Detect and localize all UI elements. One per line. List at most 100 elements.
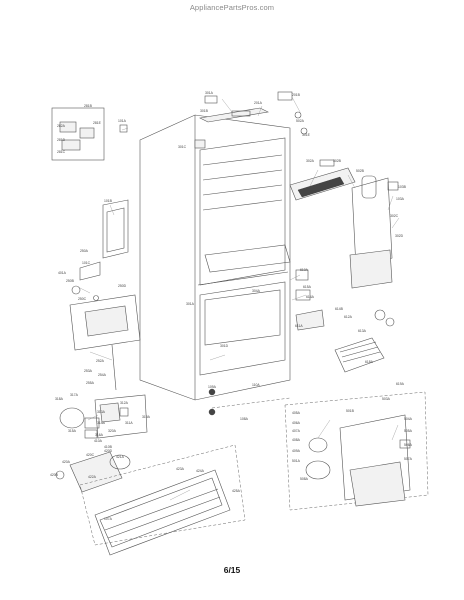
part-label: 319A [142, 415, 151, 419]
refrigerator-cabinet [139, 107, 291, 401]
middle-right-parts [295, 269, 325, 331]
part-label: 501B [346, 409, 355, 413]
part-label: 425A [232, 489, 241, 493]
part-label: 301D [220, 344, 229, 348]
part-label: 254A [98, 373, 107, 377]
part-label: 502B [356, 169, 365, 173]
part-label: 614B [335, 307, 344, 311]
part-label: 302D [395, 234, 404, 238]
part-label: 302A [306, 159, 315, 163]
freezer-duct [289, 159, 356, 201]
part-label: 250D [118, 284, 127, 288]
part-label: 301C [178, 145, 187, 149]
part-label: 312A [120, 401, 129, 405]
part-label: 501A [292, 459, 301, 463]
part-label: 107A [104, 517, 113, 521]
part-label: 302B [333, 159, 342, 163]
drain-pan-group [55, 451, 131, 493]
part-label: 508A [300, 477, 309, 481]
part-label: 301A [186, 302, 195, 306]
part-label: 110A [252, 383, 260, 387]
part-label: 304A [252, 289, 261, 293]
part-label: 250B [66, 279, 75, 283]
part-label: 101A [118, 119, 127, 123]
part-label: 420B [50, 473, 59, 477]
part-label: 252A [96, 359, 105, 363]
part-label: 281C [57, 150, 66, 154]
part-label: 311A [125, 421, 133, 425]
part-label: 615A [303, 285, 312, 289]
part-label: 612A [344, 315, 353, 319]
page-number: 6/15 [223, 565, 241, 575]
part-label: 420C [86, 453, 95, 457]
part-label: 422A [88, 475, 97, 479]
part-label: 423A [176, 467, 185, 471]
part-label: 201B [292, 93, 301, 97]
part-label: 103A [396, 197, 405, 201]
part-label: 424A [196, 469, 205, 473]
part-label: 421A [116, 455, 125, 459]
part-label: 108A [240, 417, 249, 421]
part-label: 282A [57, 124, 66, 128]
part-label: 611A [295, 324, 303, 328]
part-label: 610A [300, 268, 309, 272]
part-label: 301E [302, 133, 311, 137]
part-label: 101B [104, 199, 113, 203]
part-label: 405A [292, 411, 301, 415]
part-label: 506A [404, 443, 413, 447]
part-label: 301A [205, 91, 214, 95]
part-label: 281D [57, 138, 66, 142]
part-label: 201A [254, 101, 263, 105]
part-label: 613A [358, 329, 367, 333]
condenser-assembly [334, 309, 395, 373]
leader-lines [77, 96, 400, 501]
part-label: 103B [398, 185, 407, 189]
part-label: 503A [382, 397, 391, 401]
hinge-assembly-group [51, 107, 128, 161]
bottom-rail [208, 388, 291, 416]
part-label: 255A [86, 381, 95, 385]
part-label: 504A [404, 417, 413, 421]
part-label: 109A [208, 385, 217, 389]
part-label: 318A [55, 397, 64, 401]
part-label: 313A [97, 410, 106, 414]
part-label: 101C [82, 261, 91, 265]
part-label: 250A [80, 249, 89, 253]
part-label: 420D [104, 449, 113, 453]
part-label: 281E [93, 121, 102, 125]
part-label: 410B [104, 445, 113, 449]
part-label: 320A [108, 429, 117, 433]
evaporator-cover [349, 175, 399, 289]
machine-compartment-group [284, 391, 429, 511]
part-label: 409A [292, 449, 301, 453]
part-label: 618A [365, 360, 374, 364]
part-label: 507A [404, 457, 413, 461]
main-control-board [69, 285, 141, 351]
top-hinge-parts [204, 91, 308, 135]
part-label: 420A [62, 460, 71, 464]
part-label: 410A [94, 439, 103, 443]
part-label: 401A [58, 271, 67, 275]
part-label: 619A [396, 382, 405, 386]
part-label: 502A [296, 119, 305, 123]
part-label: 316A [95, 433, 104, 437]
compressor-group [59, 344, 148, 439]
part-label: 281B [84, 104, 93, 108]
part-label: 253A [84, 369, 93, 373]
base-plate [79, 444, 246, 556]
part-label: 317A [70, 393, 79, 397]
part-label: 505A [404, 429, 413, 433]
part-labels: 301A 201A 201B 301B 502A 301E 301C 281B … [50, 91, 413, 521]
part-label: 250C [78, 297, 87, 301]
part-label: 314A [97, 421, 106, 425]
control-panel [79, 199, 129, 281]
part-label: 614A [306, 295, 315, 299]
part-label: 408A [292, 438, 301, 442]
part-label: 302C [390, 214, 399, 218]
watermark-text: AppliancePartsPros.com [189, 3, 275, 12]
part-label: 301B [200, 109, 209, 113]
part-label: 407A [292, 429, 301, 433]
part-label: 315A [68, 429, 77, 433]
part-label: 406A [292, 421, 301, 425]
